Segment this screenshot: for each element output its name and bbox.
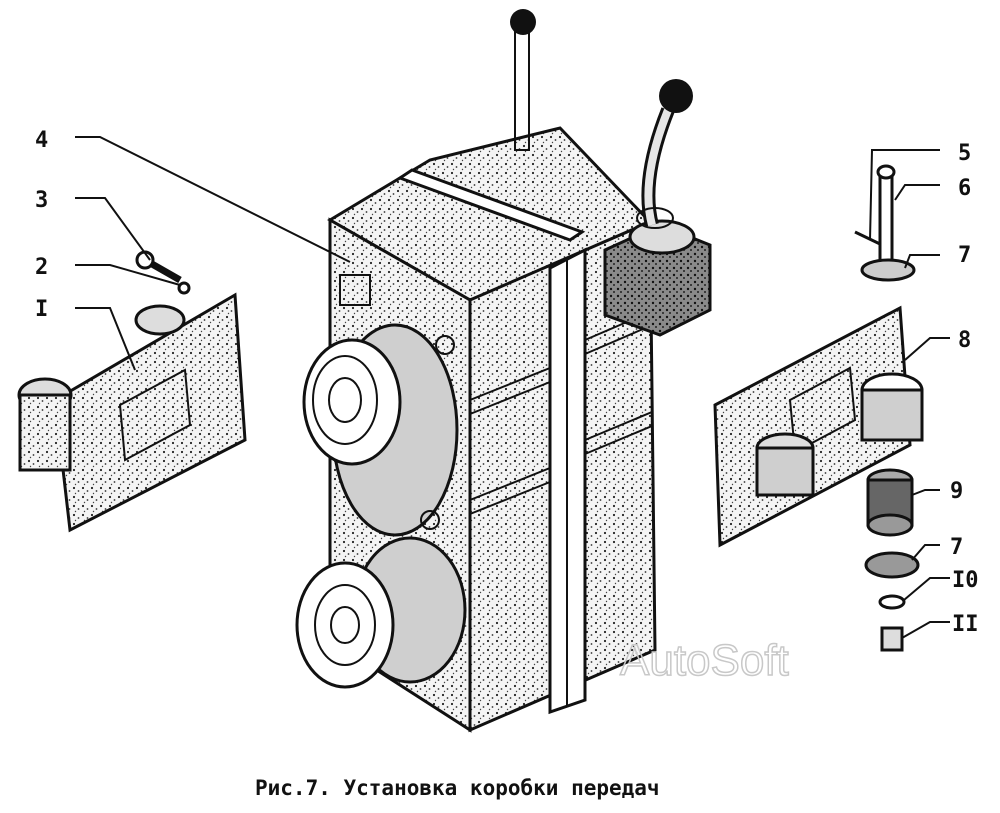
- label-4: 4: [35, 128, 48, 153]
- label-3: 3: [35, 188, 48, 213]
- upper-drive-cover: [302, 274, 459, 537]
- label-7-upper: 7: [958, 243, 971, 268]
- bolt-and-washer: [135, 250, 191, 295]
- label-8: 8: [958, 328, 971, 353]
- watermark-text: AutoSoft: [620, 636, 789, 685]
- left-mounting-bracket: [17, 292, 247, 533]
- right-small-parts: [854, 164, 920, 652]
- leader-lines: [75, 136, 950, 639]
- figure-caption: Рис.7. Установка коробки передач: [255, 776, 660, 800]
- label-I: I: [35, 297, 48, 322]
- label-11: II: [952, 612, 979, 637]
- label-2: 2: [35, 255, 48, 280]
- shift-control-block: [603, 79, 712, 337]
- label-7-lower: 7: [950, 535, 963, 560]
- part-labels: 4 3 2 I 5 6 7 8 9 7 I0 II: [35, 128, 979, 637]
- top-lever: [510, 9, 536, 151]
- right-mounting-bracket: [713, 305, 924, 548]
- label-9: 9: [950, 479, 963, 504]
- label-6: 6: [958, 176, 971, 201]
- lower-drive-flange: [295, 536, 467, 689]
- label-10: I0: [952, 568, 979, 593]
- label-5: 5: [958, 141, 971, 166]
